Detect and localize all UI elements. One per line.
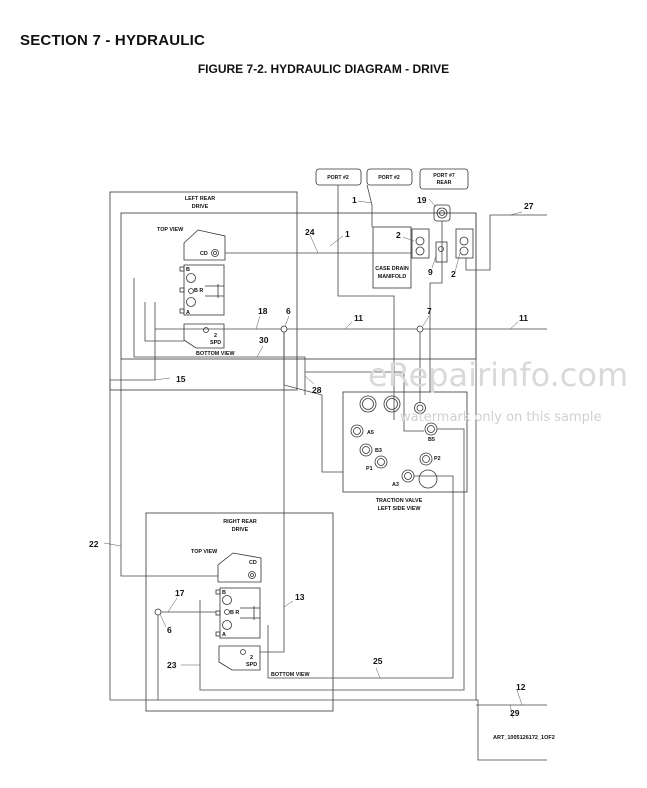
case-drain-manifold: [372, 226, 412, 289]
left-top-view-label: TOP VIEW: [157, 227, 184, 233]
tv-label-2: LEFT SIDE VIEW: [378, 506, 422, 512]
tv-a5: A5: [367, 430, 374, 436]
callout-29: 29: [510, 708, 520, 718]
callout-30: 30: [259, 335, 269, 345]
left-bottom-view-label: BOTTOM VIEW: [196, 351, 235, 357]
right-top-view-block: [217, 552, 262, 583]
right-cd-label: CD: [249, 560, 257, 566]
callout-9: 9: [428, 267, 433, 277]
right-rear-drive-title-2: DRIVE: [232, 527, 249, 533]
callout-18: 18: [258, 306, 268, 316]
callout-28: 28: [312, 385, 322, 395]
port2a-label: PORT #2: [327, 175, 349, 181]
callout-11-mid: 11: [354, 313, 363, 323]
left-bottom-view-block: [183, 323, 225, 349]
right-br-label: B R: [230, 610, 239, 616]
callout-13: 13: [295, 592, 305, 602]
figure-title: FIGURE 7-2. HYDRAULIC DIAGRAM - DRIVE: [197, 62, 450, 76]
right-rear-drive-title-1: RIGHT REAR: [223, 519, 257, 525]
callout-19: 19: [417, 195, 427, 205]
left-rear-drive-title-2: DRIVE: [192, 204, 209, 210]
left-cd-label: CD: [200, 251, 208, 257]
case-drain-label-1: CASE DRAIN: [375, 266, 409, 272]
right-bottom-view-label: BOTTOM VIEW: [271, 672, 310, 678]
callout-1-top: 1: [352, 195, 357, 205]
right-bottom-view-block: [218, 645, 261, 671]
callout-6-top: 6: [286, 306, 291, 316]
art-id: ART_1005126172_1OF2: [493, 735, 555, 741]
watermark-sub: watermark only on this sample: [400, 410, 602, 425]
port7-label-line2: REAR: [437, 180, 452, 186]
left-inner-box: [120, 212, 477, 360]
watermark-main: eRepairinfo.com: [368, 356, 629, 394]
callout-24: 24: [305, 227, 315, 237]
right-b-label: B: [222, 590, 226, 596]
callout-15: 15: [176, 374, 186, 384]
right-a-label: A: [222, 632, 226, 638]
left-rear-drive-box: [109, 191, 298, 391]
tv-p1: P1: [366, 466, 373, 472]
port2b-label: PORT #2: [378, 175, 400, 181]
left-b-label: B: [186, 267, 190, 273]
tv-p2: P2: [434, 456, 441, 462]
right-rear-drive-box: [145, 512, 334, 712]
callout-6-bottom: 6: [167, 625, 172, 635]
callout-2-left: 2: [396, 230, 401, 240]
section-title: SECTION 7 - HYDRAULIC: [20, 32, 206, 49]
left-top-view-block: [183, 229, 226, 261]
right-spd-num: 2: [250, 655, 253, 661]
callout-11-right: 11: [519, 313, 528, 323]
port7-label-line1: PORT #7: [433, 173, 455, 179]
callout-25: 25: [373, 656, 383, 666]
tv-b5: B5: [428, 437, 435, 443]
tv-a3: A3: [392, 482, 399, 488]
tv-b3: B3: [375, 448, 382, 454]
right-spd-label: SPD: [246, 662, 257, 668]
callout-22: 22: [89, 539, 99, 549]
port2b-box: [366, 168, 413, 186]
case-drain-label-2: MANIFOLD: [378, 274, 407, 280]
port7-box: [419, 168, 469, 190]
left-a-label: A: [186, 310, 190, 316]
tv-label-1: TRACTION VALVE: [376, 498, 423, 504]
callout-1-mid: 1: [345, 229, 350, 239]
callout-17: 17: [175, 588, 185, 598]
callout-2-right: 2: [451, 269, 456, 279]
right-top-view-label: TOP VIEW: [191, 549, 218, 555]
traction-valve: [342, 391, 468, 493]
callout-27: 27: [524, 201, 534, 211]
callout-23: 23: [167, 660, 177, 670]
callout-12: 12: [516, 682, 526, 692]
left-br-label: B R: [194, 288, 203, 294]
port2a-box: [315, 168, 362, 186]
callout-7: 7: [427, 306, 432, 316]
left-spd-num: 2: [214, 333, 217, 339]
left-rear-drive-title-1: LEFT REAR: [185, 196, 215, 202]
left-spd-label: SPD: [210, 340, 221, 346]
